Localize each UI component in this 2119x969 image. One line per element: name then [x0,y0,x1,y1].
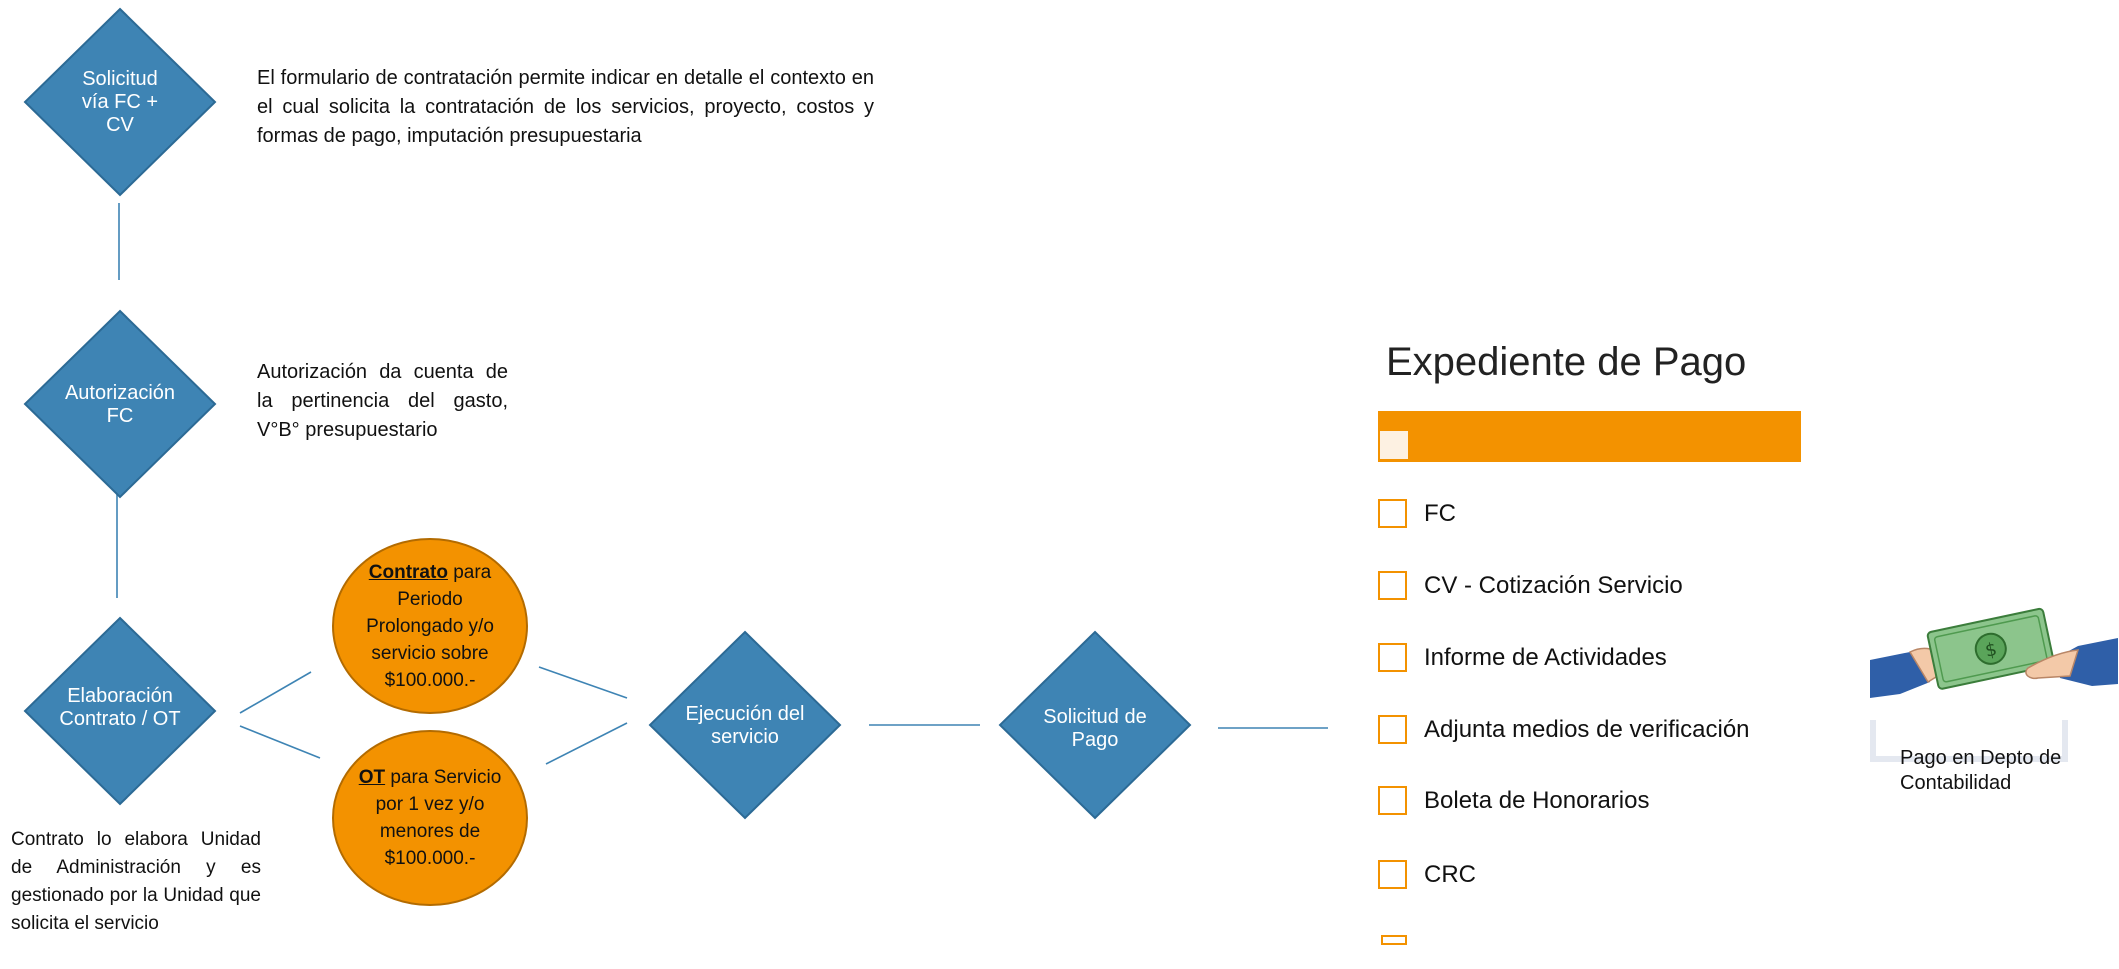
checkbox-icon[interactable] [1378,786,1407,815]
checklist-item-boleta[interactable]: Boleta de Honorarios [1378,786,1649,815]
connector-ot-ejecucion [545,722,628,765]
checklist-item-label: FC [1424,499,1456,527]
node-solicitud-fc-label: Solicitud vía FC + CV [81,67,159,136]
oval-ot-rest: para Servicio por 1 vez y/o menores de $… [375,767,502,869]
header-checkbox-icon [1380,431,1408,459]
checklist-item-crc[interactable]: CRC [1378,860,1476,889]
node-ejecucion-label: Ejecución del servicio [685,703,805,748]
connector-elaboracion-ot [239,725,321,759]
connector-elaboracion-contrato [239,671,312,714]
node-autorizacion-label: Autorización FC [64,382,176,427]
diamond-autorizacion [23,309,217,499]
node-elaboracion-label: Elaboración Contrato / OT [59,685,181,730]
contrato-note: Contrato lo elabora Unidad de Administra… [11,829,261,934]
partial-checkbox-icon [1381,935,1407,945]
svg-text:$: $ [1983,639,1999,662]
checkbox-icon[interactable] [1378,715,1407,744]
checklist-item-cv[interactable]: CV - Cotización Servicio [1378,571,1683,600]
oval-ot-text: OT para Servicio por 1 vez y/o menores d… [350,742,510,894]
checkbox-icon[interactable] [1378,643,1407,672]
connector-contrato-ejecucion [538,666,628,699]
oval-contrato [332,538,528,714]
oval-contrato-rest: para Periodo Prolongado y/o servicio sob… [366,561,494,691]
checklist-item-label: CV - Cotización Servicio [1424,571,1683,599]
payment-caption: Pago en Depto de Contabilidad [1900,747,2062,794]
node-solicitud-pago-label: Solicitud de Pago [1043,706,1147,751]
diamond-elaboracion [23,616,217,806]
ovals [332,538,528,906]
checklist-item-fc[interactable]: FC [1378,499,1456,528]
oval-contrato-text: Contrato para Periodo Prolongado y/o ser… [350,550,510,702]
oval-ot-bold: OT [358,767,386,788]
checklist-item-label: Boleta de Honorarios [1424,786,1650,814]
checklist-item-informe[interactable]: Informe de Actividades [1378,643,1667,672]
expediente-header-bar [1378,411,1801,462]
checklist-item-label: Informe de Actividades [1424,643,1667,671]
diamonds [23,7,1192,820]
checkbox-icon[interactable] [1378,499,1407,528]
diamond-solicitud-fc [23,7,217,197]
checklist-item-label: Adjunta medios de verificación [1424,715,1750,743]
oval-ot [332,730,528,906]
formulario-description: El formulario de contratación permite in… [257,67,874,147]
diamond-solicitud-pago [998,630,1192,820]
connectors [116,203,1328,765]
oval-contrato-bold: Contrato [368,561,448,583]
diamond-ejecucion [648,630,842,820]
checklist-item-label: CRC [1424,860,1476,888]
checkbox-icon[interactable] [1378,860,1407,889]
checklist-item-medios[interactable]: Adjunta medios de verificación [1378,715,1750,744]
autorizacion-description: Autorización da cuenta de la pertinencia… [257,361,508,441]
checkbox-icon[interactable] [1378,571,1407,600]
expediente-title: Expediente de Pago [1386,340,1747,384]
cash-handover-icon: $ [1870,590,2118,720]
